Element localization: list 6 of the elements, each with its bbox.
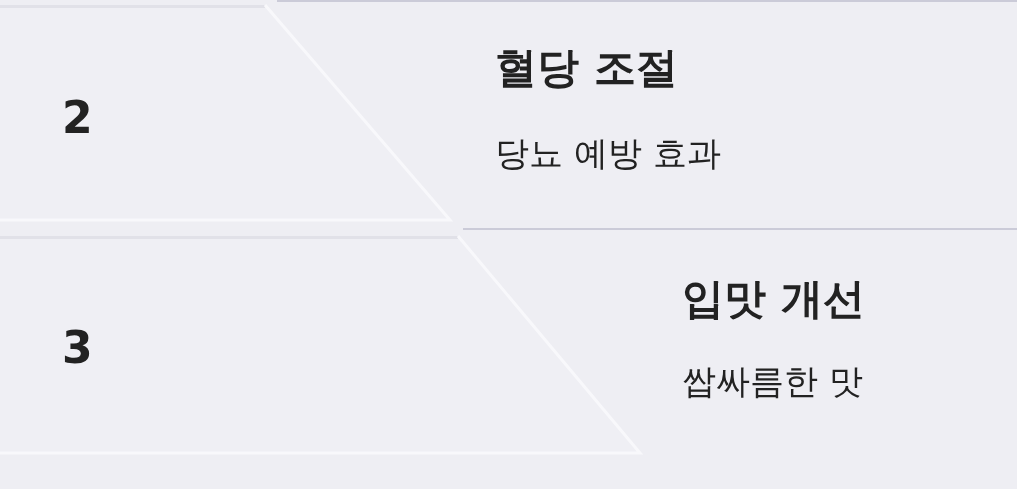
step-number: 3 (62, 326, 93, 370)
step-number: 2 (62, 96, 93, 140)
item-heading: 혈당 조절 (495, 44, 678, 93)
item-description: 당뇨 예방 효과 (495, 134, 721, 174)
item-heading: 입맛 개선 (682, 275, 865, 324)
item-description: 쌉싸름한 맛 (682, 362, 863, 402)
